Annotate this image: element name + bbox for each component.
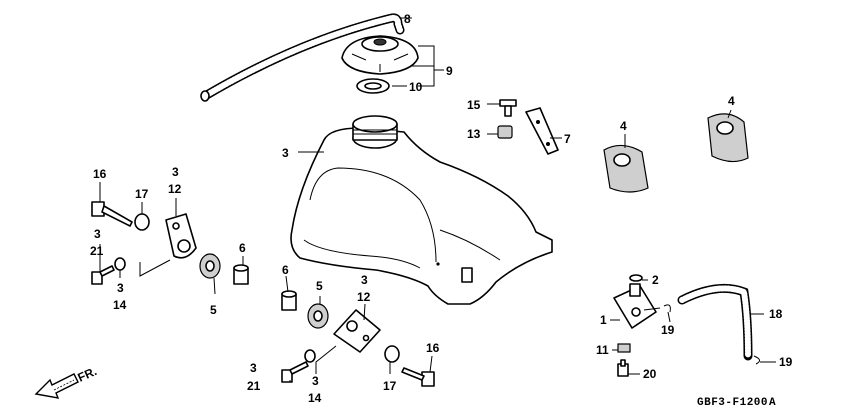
- callout-6-mid: 6: [282, 263, 289, 277]
- breather-hose: [200, 13, 405, 102]
- stay-12-left: [165, 213, 197, 259]
- washer-14-left: [114, 257, 126, 271]
- rubber-mount-right: [707, 113, 749, 163]
- collar-6-mid: [281, 290, 297, 311]
- callout-5-left: 5: [210, 303, 217, 317]
- washer-17-bottom: [384, 345, 400, 363]
- fuel-cock-gasket-11: [617, 343, 631, 353]
- callout-11: 11: [596, 343, 609, 357]
- fuel-cock-1: [613, 283, 661, 329]
- callout-13: 13: [467, 127, 481, 141]
- fuel-hose-18: [677, 283, 753, 361]
- washer-17-left: [134, 213, 150, 231]
- bolt-15: [499, 99, 517, 117]
- callout-21-bottom: 21: [247, 379, 261, 393]
- callout-16-bottom: 16: [426, 341, 440, 355]
- tank-clip-7: [525, 107, 559, 155]
- callout-18: 18: [769, 307, 783, 321]
- callout-4-left: 4: [620, 119, 627, 133]
- collar-6-left: [233, 264, 249, 285]
- front-direction-arrow: FR.: [34, 364, 99, 399]
- rubber-5-mid: [307, 303, 329, 329]
- callout-8: 8: [404, 12, 411, 26]
- front-direction-label: FR.: [76, 364, 99, 385]
- callout-9: 9: [446, 64, 453, 78]
- callout-12-left: 12: [168, 182, 182, 196]
- callout-19-b: 19: [779, 355, 793, 369]
- callout-3-mid: 3: [361, 273, 368, 287]
- stay-12-mid: [333, 309, 381, 353]
- fuel-tank: [290, 115, 553, 305]
- callout-17-bottom: 17: [383, 379, 397, 393]
- callout-14-left: 14: [113, 298, 127, 312]
- diagram-code-suffix: A: [769, 397, 776, 409]
- callout-5-mid: 5: [316, 279, 323, 293]
- callout-3-left-a: 3: [172, 165, 179, 179]
- fuel-cap: [341, 35, 419, 75]
- bolt-21-bottom: [281, 361, 309, 383]
- callout-20: 20: [643, 367, 657, 381]
- hose-clip-19-bottom: [753, 355, 760, 365]
- callout-3-tank: 3: [282, 146, 289, 160]
- callout-2: 2: [652, 273, 659, 287]
- callout-3-bottom-a: 3: [250, 361, 257, 375]
- hose-clip-19-top: [663, 304, 671, 313]
- callout-4-right: 4: [728, 94, 735, 108]
- callout-12-mid: 12: [357, 290, 371, 304]
- callout-7: 7: [564, 132, 571, 146]
- callout-3-left-b: 3: [94, 227, 101, 241]
- callout-16-left: 16: [93, 167, 107, 181]
- callout-21-left: 21: [90, 244, 104, 258]
- callout-15: 15: [467, 98, 481, 112]
- leader-lines: [99, 17, 776, 382]
- fuel-cap-gasket: [356, 78, 390, 94]
- collar-13: [497, 125, 513, 139]
- callout-1: 1: [600, 313, 607, 327]
- bolt-21-left: [91, 265, 115, 285]
- callout-19-a: 19: [661, 323, 675, 337]
- screw-20: [617, 359, 629, 377]
- callout-10: 10: [409, 80, 423, 94]
- bolt-16-left: [91, 201, 133, 227]
- callout-3-left-c: 3: [117, 281, 124, 295]
- callout-14-bottom: 14: [308, 391, 322, 405]
- rubber-5-left: [199, 253, 221, 279]
- callout-3-bottom-b: 3: [312, 374, 319, 388]
- callout-6-left: 6: [239, 241, 246, 255]
- rubber-mount-left: [603, 144, 649, 193]
- callout-17-left: 17: [135, 187, 149, 201]
- washer-14-bottom: [304, 349, 316, 363]
- fuel-cock-nut-2: [629, 274, 643, 282]
- bolt-16-bottom: [401, 367, 435, 387]
- diagram-code: GBF3-F1200: [697, 397, 768, 409]
